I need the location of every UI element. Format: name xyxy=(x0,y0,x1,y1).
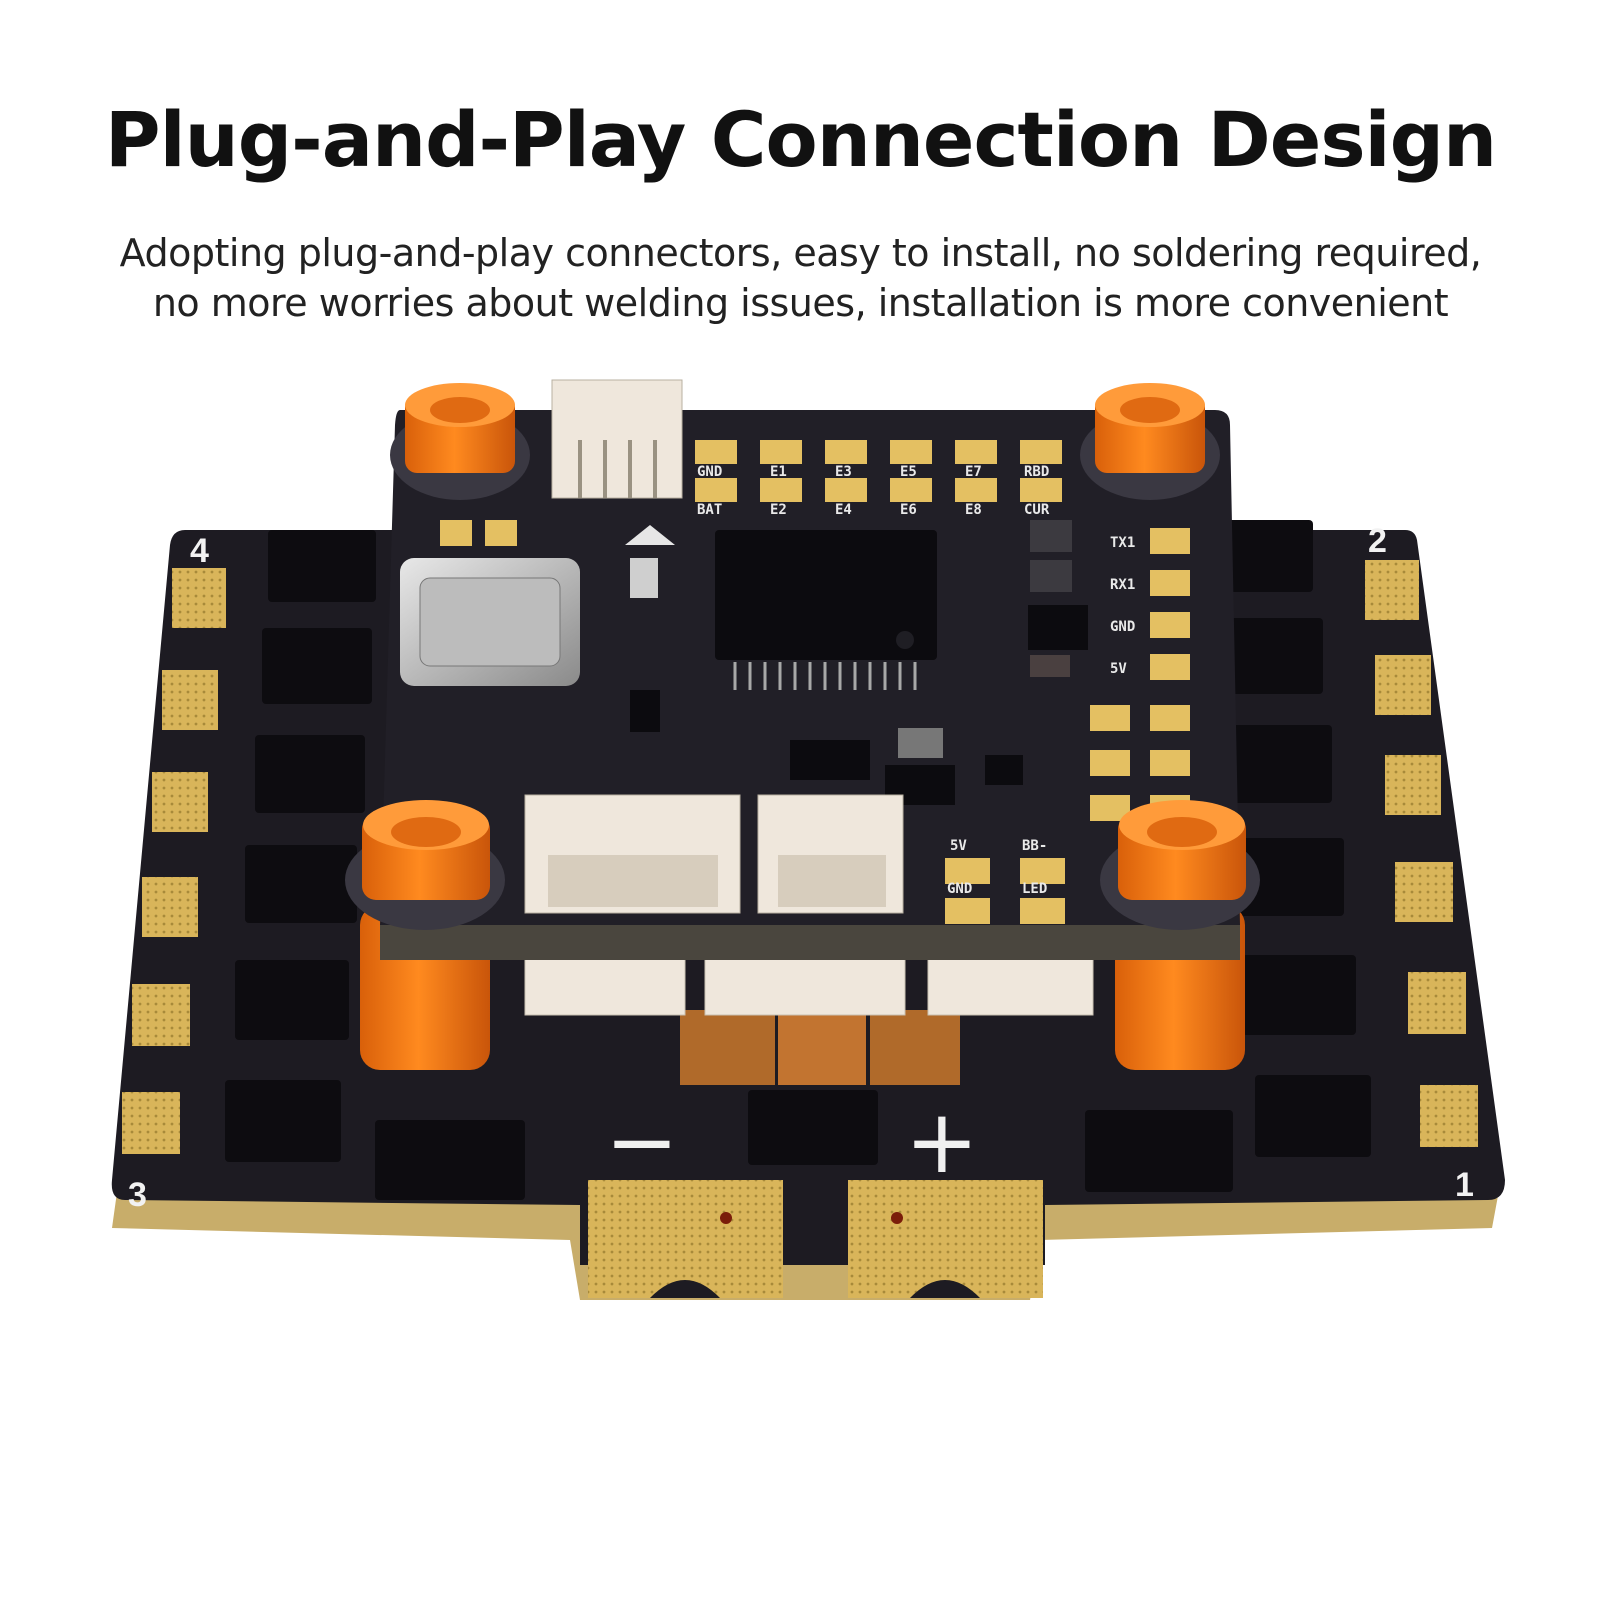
inductor-mid xyxy=(778,1010,866,1085)
subtitle-line-1: Adopting plug-and-play connectors, easy … xyxy=(119,231,1482,275)
esc-right-pads xyxy=(1365,560,1478,1147)
subtitle-line-2: no more worries about welding issues, in… xyxy=(152,281,1449,325)
pad-label: GND xyxy=(697,464,722,480)
inductor-left xyxy=(680,1010,775,1085)
inductor-right xyxy=(870,1010,960,1085)
right-pad-column xyxy=(1090,528,1190,821)
pad-label: E1 xyxy=(770,464,787,480)
pad-label: GND xyxy=(947,881,972,897)
esc-left-mosfets xyxy=(225,530,525,1200)
esc-right-mosfets xyxy=(1085,520,1371,1192)
motor-number-2: 2 xyxy=(1368,522,1387,560)
pad-label: E6 xyxy=(900,502,917,518)
pad-label: E8 xyxy=(965,502,982,518)
motor-number-1: 1 xyxy=(1455,1166,1474,1204)
pad-label: CUR xyxy=(1024,502,1050,518)
pad-label: BB- xyxy=(1022,838,1047,854)
pad-label: 5V xyxy=(950,838,967,854)
pad-label: BAT xyxy=(697,502,722,518)
fc-connectors xyxy=(524,794,904,914)
pad-label: E2 xyxy=(770,502,787,518)
top-connector xyxy=(551,379,683,499)
standoffs-upper xyxy=(345,383,1260,930)
esc-left-pads xyxy=(122,568,226,1154)
battery-pad-negative xyxy=(588,1180,783,1298)
motor-number-4: 4 xyxy=(190,532,209,570)
battery-pad-positive xyxy=(848,1180,1043,1298)
bottom-right-pads xyxy=(945,858,1065,924)
pad-label: RBD xyxy=(1024,464,1049,480)
top-pad-grid xyxy=(695,440,1062,502)
diode xyxy=(748,1090,878,1165)
pad-label: TX1 xyxy=(1110,535,1135,551)
pad-label: LED xyxy=(1022,881,1047,897)
subtitle: Adopting plug-and-play connectors, easy … xyxy=(0,228,1601,328)
fc-board-edge xyxy=(380,925,1240,960)
minus-symbol: − xyxy=(605,1090,679,1193)
pad-label: E5 xyxy=(900,464,917,480)
motor-number-3: 3 xyxy=(128,1176,147,1214)
pad-label: E7 xyxy=(965,464,982,480)
headline: Plug-and-Play Connection Design xyxy=(104,95,1497,184)
pad-label: E3 xyxy=(835,464,852,480)
plus-symbol: + xyxy=(905,1090,979,1193)
arrow-marker xyxy=(625,525,675,545)
pad-label: RX1 xyxy=(1110,577,1135,593)
pad-label: E4 xyxy=(835,502,852,518)
pad-label: 5V xyxy=(1110,661,1127,677)
mcu-chip xyxy=(715,530,937,660)
pad-label: GND xyxy=(1110,619,1135,635)
esc-connectors xyxy=(524,954,1094,1016)
